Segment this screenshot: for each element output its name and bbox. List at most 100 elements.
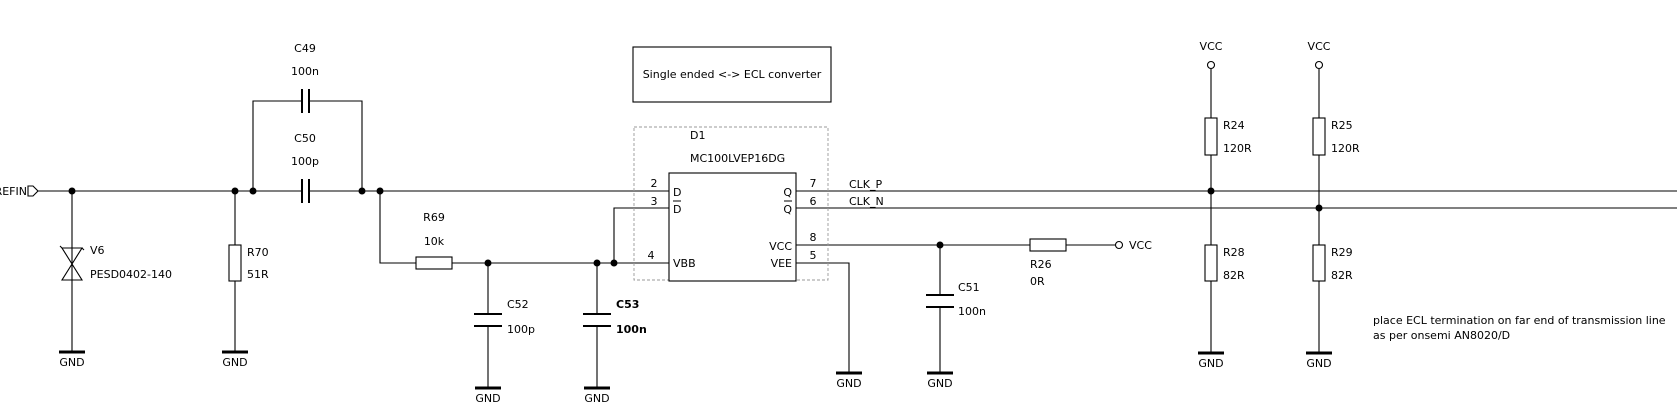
note-line-1: place ECL termination on far end of tran… <box>1373 314 1666 327</box>
c53-ref: C53 <box>616 298 639 311</box>
v6-ref: V6 <box>90 244 105 257</box>
v6-value: PESD0402-140 <box>90 268 172 281</box>
gnd-r28: GND <box>1198 351 1224 370</box>
r24-ref: R24 <box>1223 119 1245 132</box>
c49-ref: C49 <box>294 42 316 55</box>
wires <box>38 69 1677 387</box>
r25-value: 120R <box>1331 142 1360 155</box>
refin-port: REFIN <box>0 185 39 198</box>
r28-ref: R28 <box>1223 246 1245 259</box>
c53-capacitor: C53 100n <box>583 298 647 336</box>
r25-r29-termination: VCC R25 120R R29 82R <box>1308 40 1360 282</box>
gnd-c53: GND <box>584 386 610 405</box>
gnd-label: GND <box>836 377 861 390</box>
gnd-vee: GND <box>836 371 862 390</box>
gnd-label: GND <box>222 356 247 369</box>
c49-value: 100n <box>291 65 319 78</box>
c50-value: 100p <box>291 155 319 168</box>
junction-dot <box>358 187 366 195</box>
r29-value: 82R <box>1331 269 1353 282</box>
gnd-label: GND <box>59 356 84 369</box>
junction-dot <box>249 187 257 195</box>
pin-vee-number: 5 <box>810 249 817 262</box>
title-box: Single ended <-> ECL converter <box>632 46 832 103</box>
ic-d1: D1 MC100LVEP16DG 2 D 3 D 4 VBB 7 Q 6 Q 8… <box>633 126 829 282</box>
junction-dot <box>376 187 384 195</box>
ic-body <box>668 172 797 282</box>
pin-q-name: Q <box>783 186 792 199</box>
input-port-arrow-icon <box>27 185 39 197</box>
net-label-clk-n: CLK_N <box>849 195 884 208</box>
junction-dot <box>484 259 492 267</box>
pin-dn-number: 3 <box>651 195 658 208</box>
junctions <box>68 187 1323 267</box>
power-pin-circle-icon <box>1206 60 1216 70</box>
r29-ref: R29 <box>1331 246 1353 259</box>
c51-ref: C51 <box>958 281 980 294</box>
gnd-label: GND <box>584 392 609 405</box>
r69-value: 10k <box>424 235 445 248</box>
r28-value: 82R <box>1223 269 1245 282</box>
c53-value: 100n <box>616 323 647 336</box>
vcc-label-r25: VCC <box>1308 40 1331 53</box>
pin-qn-name: Q <box>783 203 792 216</box>
c52-ref: C52 <box>507 298 529 311</box>
gnd-label: GND <box>927 377 952 390</box>
junction-dot <box>68 187 76 195</box>
r24-value: 120R <box>1223 142 1252 155</box>
power-pin-circle-icon <box>1314 60 1324 70</box>
r69-ref: R69 <box>423 211 445 224</box>
r70-value: 51R <box>247 268 269 281</box>
pin-d-name: D <box>673 186 681 199</box>
power-pin-circle-icon <box>1114 240 1124 250</box>
r26-value: 0R <box>1030 275 1045 288</box>
c51-capacitor: C51 100n <box>926 281 986 318</box>
pin-d-number: 2 <box>651 177 658 190</box>
junction-dot <box>1207 187 1215 195</box>
pin-dn-name: D <box>673 203 681 216</box>
v6-tvs-diode: V6 PESD0402-140 <box>59 244 172 281</box>
r25-ref: R25 <box>1331 119 1353 132</box>
gnd-label: GND <box>1306 357 1331 370</box>
pin-qn-number: 6 <box>810 195 817 208</box>
c50-capacitor: C50 100p <box>291 132 319 203</box>
gnd-r29: GND <box>1306 351 1332 370</box>
pin-vee-name: VEE <box>771 257 792 270</box>
c50-ref: C50 <box>294 132 316 145</box>
ic-d1-outline <box>633 126 829 281</box>
r70-ref: R70 <box>247 246 269 259</box>
c52-capacitor: C52 100p <box>474 298 535 336</box>
note-line-2: as per onsemi AN8020/D <box>1373 329 1510 342</box>
gnd-c52: GND <box>475 386 501 405</box>
r69-resistor: R69 10k <box>415 211 453 270</box>
junction-dot <box>1315 204 1323 212</box>
r26-ref: R26 <box>1030 258 1052 271</box>
refin-label: REFIN <box>0 185 27 198</box>
termination-note: place ECL termination on far end of tran… <box>1373 314 1666 342</box>
r26-resistor: R26 0R VCC <box>1029 238 1152 288</box>
gnd-r70: GND <box>222 350 248 369</box>
junction-dot <box>593 259 601 267</box>
ground-symbols: GND GND GND GND GND GND GND GND <box>59 350 1332 405</box>
c51-value: 100n <box>958 305 986 318</box>
ic-value: MC100LVEP16DG <box>690 152 785 165</box>
r24-r28-termination: VCC R24 120R R28 82R <box>1200 40 1252 282</box>
ic-ref: D1 <box>690 129 705 142</box>
gnd-c51: GND <box>927 371 953 390</box>
pin-vcc-name: VCC <box>769 240 792 253</box>
junction-dot <box>610 259 618 267</box>
pin-vbb-name: VBB <box>673 257 696 270</box>
title-box-text: Single ended <-> ECL converter <box>643 68 822 81</box>
gnd-label: GND <box>475 392 500 405</box>
vcc-label-r24: VCC <box>1200 40 1223 53</box>
c52-value: 100p <box>507 323 535 336</box>
pin-q-number: 7 <box>810 177 817 190</box>
gnd-label: GND <box>1198 357 1223 370</box>
pin-vbb-number: 4 <box>648 249 655 262</box>
gnd-v6: GND <box>59 350 85 369</box>
r26-vcc-label: VCC <box>1129 239 1152 252</box>
pin-vcc-number: 8 <box>810 231 817 244</box>
junction-dot <box>231 187 239 195</box>
net-label-clk-p: CLK_P <box>849 178 883 191</box>
